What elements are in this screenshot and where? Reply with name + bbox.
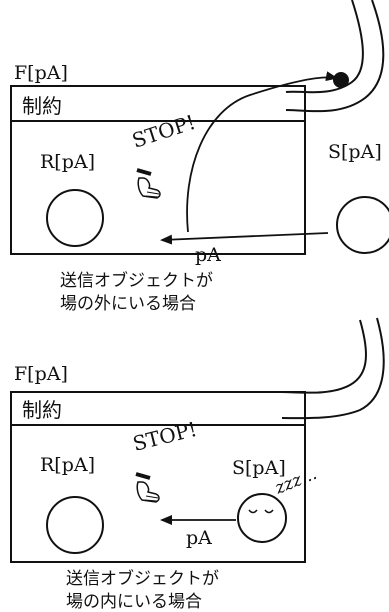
receiver-object — [47, 497, 103, 553]
constraint-label: 制約 — [22, 94, 62, 118]
sender-label: S[pA] — [232, 457, 286, 479]
field-tube — [282, 320, 366, 393]
panel-sender-outside: F[pA] 制約 STOP! R[pA] pA S[pA] 送信オブジェクトが … — [11, 0, 389, 314]
closed-eye-right — [265, 510, 273, 513]
caption-line-1: 送信オブジェクトが — [66, 568, 219, 589]
caption-line-2: 場の外にいる場合 — [60, 294, 196, 314]
stop-text: STOP! — [129, 110, 198, 153]
field-label: F[pA] — [14, 62, 68, 84]
deflection-arrow — [187, 77, 336, 232]
caption-line-2: 場の内にいる場合 — [66, 592, 202, 612]
constraint-label: 制約 — [22, 398, 62, 422]
field-label: F[pA] — [14, 363, 68, 385]
receiver-label: R[pA] — [40, 454, 95, 476]
caption-line-1: 送信オブジェクトが — [60, 270, 213, 291]
message-label: pA — [186, 527, 212, 549]
sender-object — [337, 197, 389, 253]
field-tube — [286, 0, 363, 92]
closed-eye-left — [249, 510, 257, 513]
stop-hand-icon — [137, 170, 160, 198]
sleeping-sender-object — [238, 494, 286, 542]
panel-sender-inside: F[pA] 制約 STOP! R[pA] S[pA] zzz... pA 送信オ… — [11, 318, 384, 612]
message-label: pA — [195, 244, 221, 266]
sender-label: S[pA] — [328, 141, 382, 163]
message-arrow — [162, 233, 328, 240]
field-tube-inner — [286, 0, 383, 111]
field-tube-inner — [282, 318, 384, 418]
stop-text: STOP! — [130, 417, 199, 456]
receiver-label: R[pA] — [40, 151, 95, 173]
receiver-object — [47, 190, 103, 246]
message-ball — [333, 72, 349, 88]
stop-hand-icon — [136, 474, 159, 502]
